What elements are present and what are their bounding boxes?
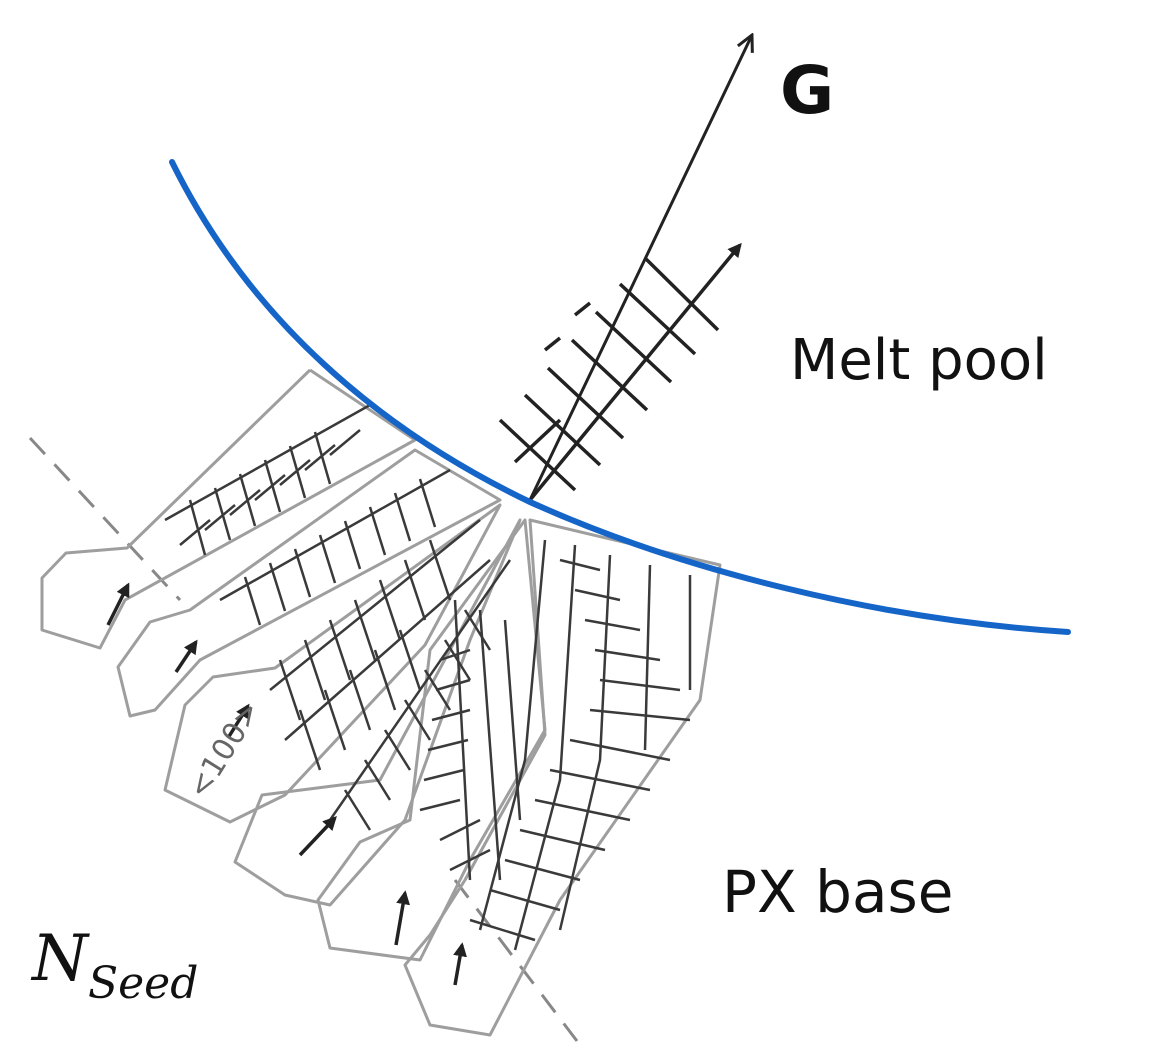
grain-5 xyxy=(316,518,547,962)
seed-arrows xyxy=(106,582,467,986)
melt-pool-label: Melt pool xyxy=(790,328,1048,393)
seed-arrow-4 xyxy=(298,815,337,857)
grain-3 xyxy=(163,503,502,824)
melt-pool-boundary xyxy=(169,159,1071,635)
n-seed-label: NSeed xyxy=(32,922,198,1009)
grain-outlines xyxy=(40,368,722,1037)
main-dendrite xyxy=(498,242,742,502)
px-base-label: PX base xyxy=(722,858,954,926)
gradient-arrow xyxy=(528,35,752,501)
seed-arrow-6 xyxy=(453,942,467,986)
grain-4 xyxy=(233,518,522,907)
seed-arrow-1 xyxy=(106,582,130,626)
dendrite-arms xyxy=(164,403,692,951)
n-seed-main: N xyxy=(32,922,88,996)
seed-dashed-line-lower xyxy=(453,879,582,1046)
grain-6 xyxy=(403,518,722,1037)
seed-dashed-line-upper xyxy=(28,436,182,602)
seed-arrow-2 xyxy=(174,639,198,673)
seed-arrow-3 xyxy=(226,703,250,739)
n-seed-subscript: Seed xyxy=(88,958,199,1009)
seed-arrow-5 xyxy=(394,890,410,946)
grain-2 xyxy=(116,448,502,718)
gradient-label: G xyxy=(780,52,835,129)
grain-1 xyxy=(40,368,417,650)
